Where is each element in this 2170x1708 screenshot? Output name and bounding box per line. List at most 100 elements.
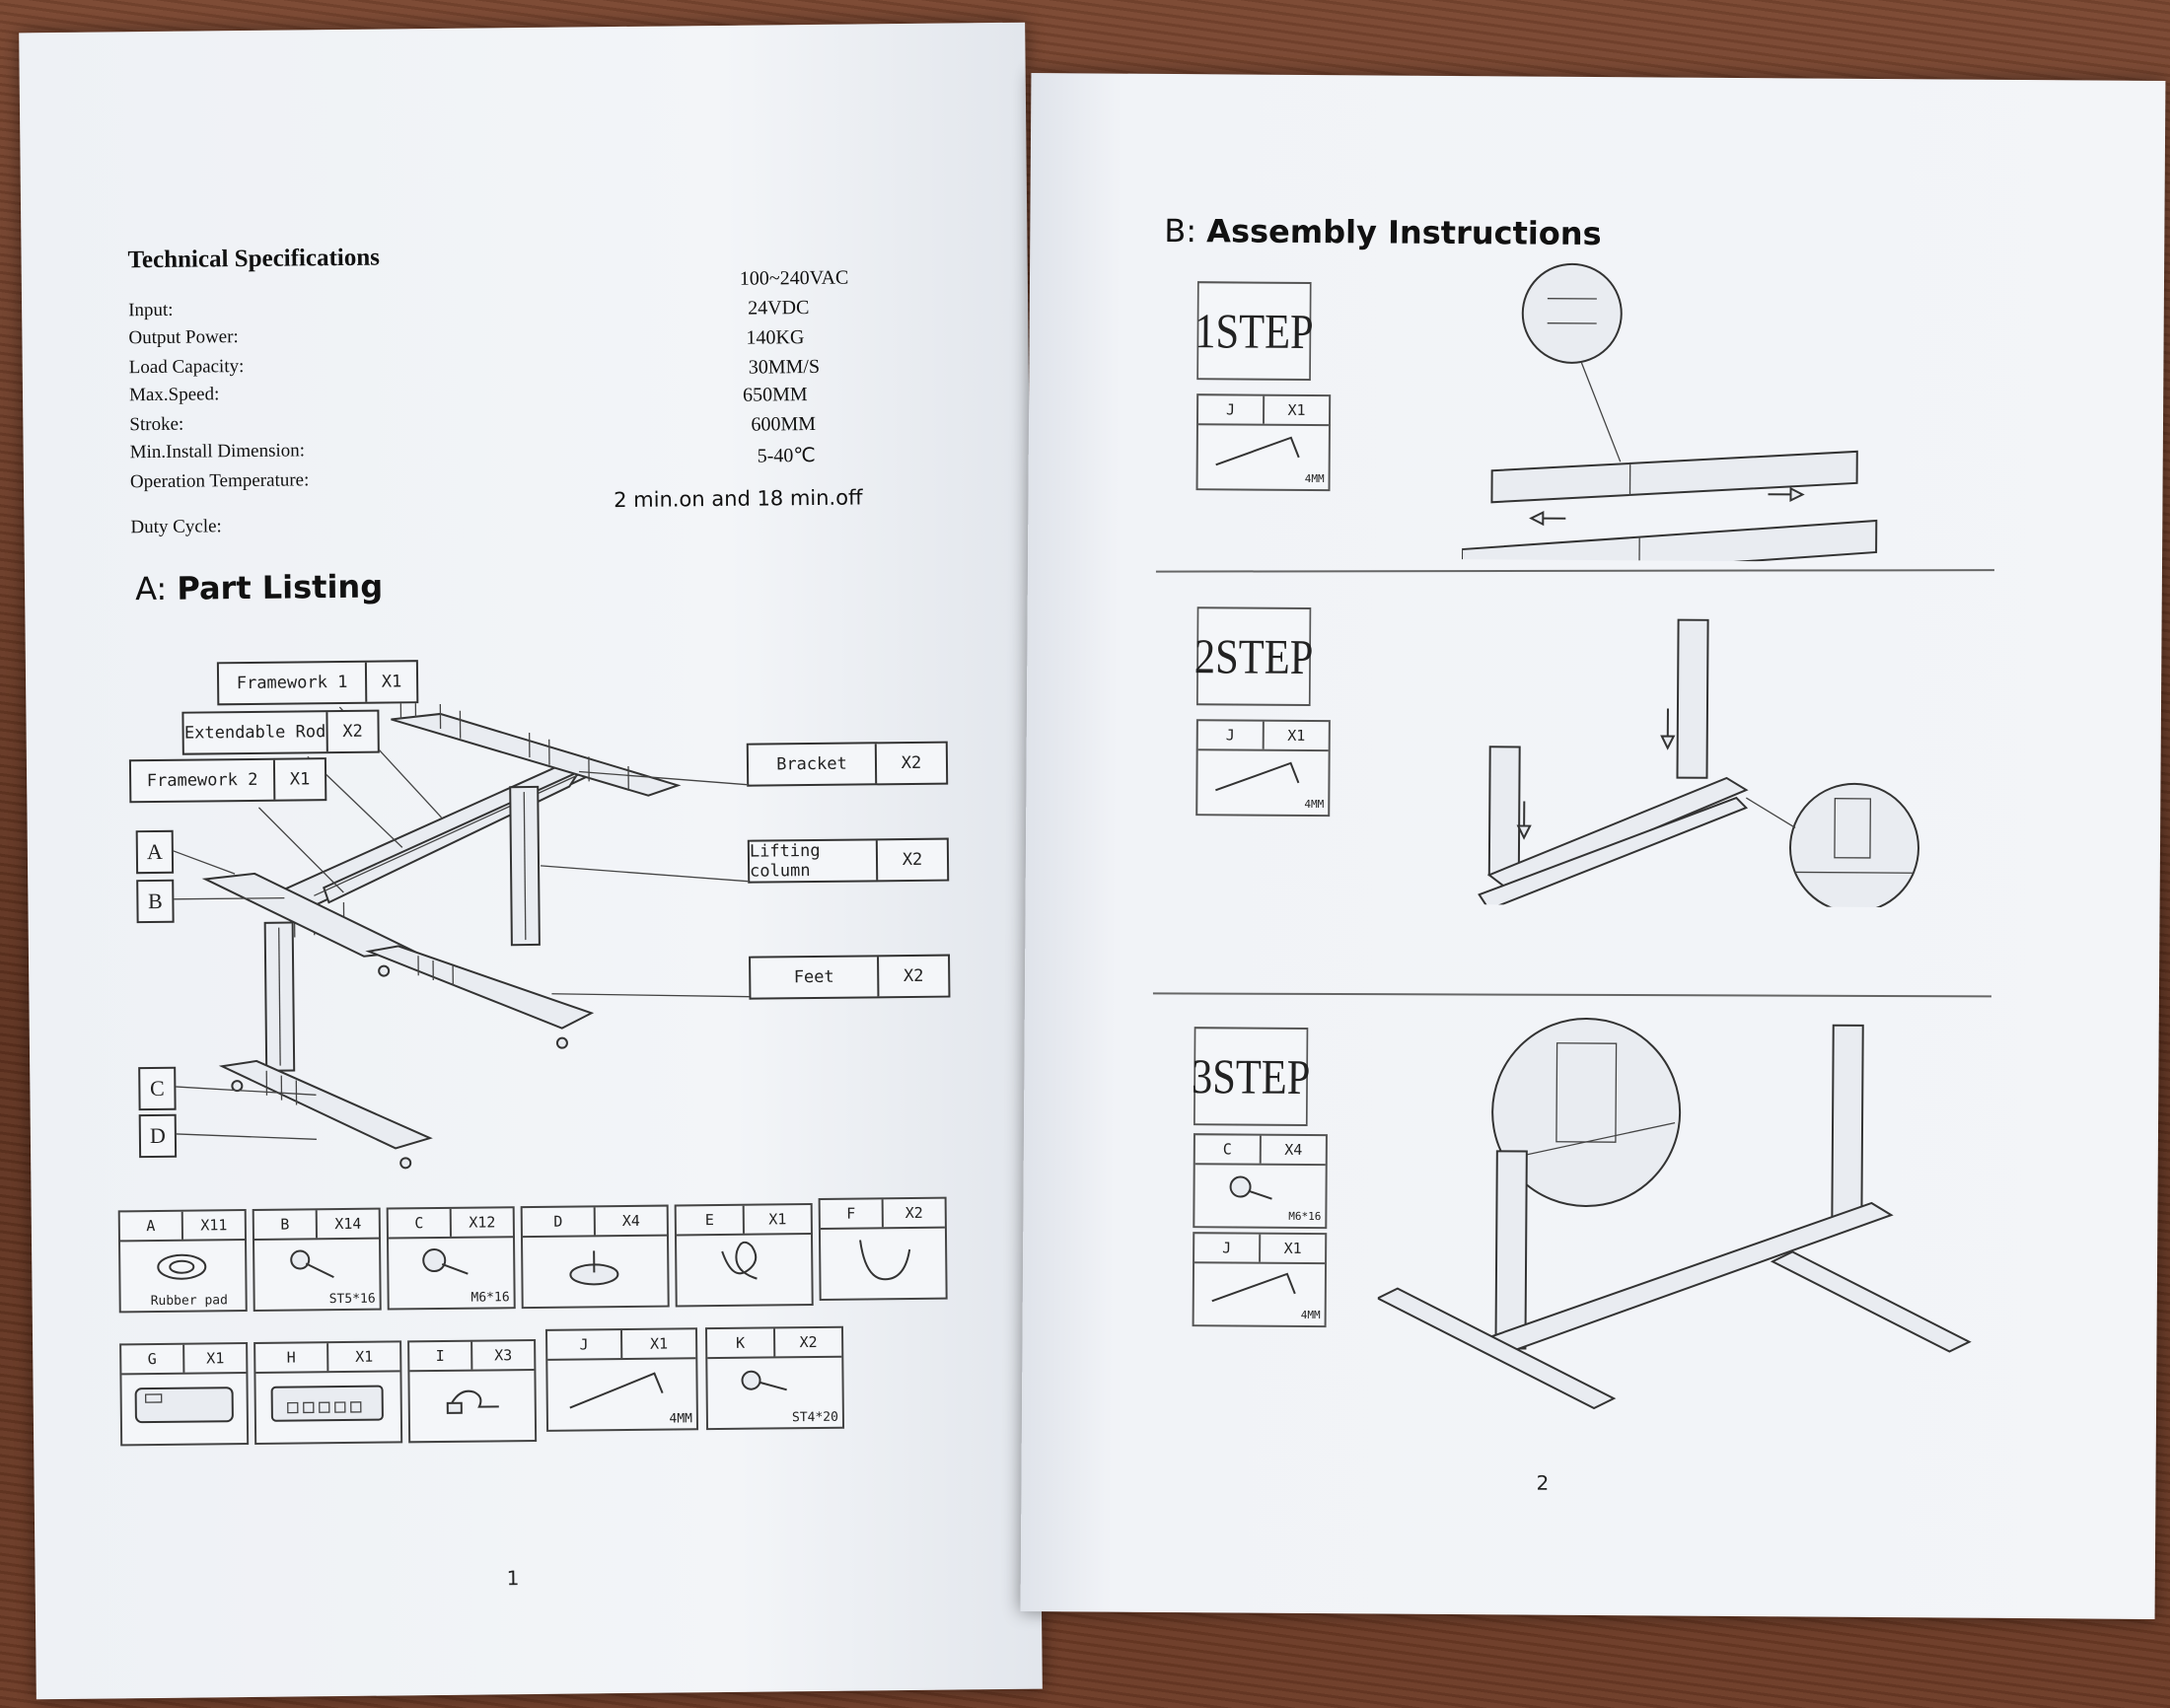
lifting-column-right-shape bbox=[1676, 618, 1709, 779]
part-qty: X1 bbox=[355, 1347, 374, 1366]
step-1-badge: 1STEP bbox=[1194, 281, 1314, 381]
page-number: 1 bbox=[506, 1566, 520, 1591]
part-qty: X1 bbox=[650, 1334, 669, 1353]
lifting-column-right-shape bbox=[1831, 1024, 1864, 1224]
zoom-detail-circle bbox=[1521, 262, 1623, 364]
part-card-i: I X3 bbox=[407, 1338, 538, 1444]
bracket-top-shape bbox=[391, 712, 682, 797]
section-title: Assembly Instructions bbox=[1206, 212, 1602, 253]
part-caption: ST4*20 bbox=[791, 1409, 839, 1426]
part-qty: X2 bbox=[799, 1332, 818, 1352]
part-id: J bbox=[546, 1330, 623, 1359]
tool-id: J bbox=[1197, 395, 1266, 424]
part-qty: X4 bbox=[621, 1211, 640, 1231]
tool-id: J bbox=[1194, 1234, 1262, 1262]
part-qty: X1 bbox=[206, 1349, 225, 1368]
rubber-pad-icon bbox=[157, 1253, 207, 1280]
manual-page-left: Technical Specifications Input: 100~240V… bbox=[19, 22, 1043, 1700]
part-letter-a: A bbox=[135, 829, 175, 875]
spec-label: Output Power: bbox=[128, 326, 239, 349]
feet-right-shape bbox=[365, 945, 595, 1030]
feet-right-shape bbox=[1770, 1250, 1972, 1353]
part-caption: 4MM bbox=[669, 1411, 693, 1427]
spec-value: 5-40℃ bbox=[757, 444, 816, 467]
tool-qty: X1 bbox=[1287, 726, 1306, 745]
callout-name: Framework 1 bbox=[218, 662, 368, 704]
part-id: D bbox=[522, 1207, 596, 1237]
callout-qty: X2 bbox=[901, 752, 922, 774]
wood-screw-icon bbox=[741, 1370, 787, 1391]
zoom-detail-circle bbox=[1788, 782, 1919, 908]
part-id: I bbox=[409, 1341, 473, 1371]
callout-extendable-rod: Extendable Rod X2 bbox=[181, 709, 380, 755]
lifting-column-left-shape bbox=[1494, 1150, 1528, 1350]
part-listing-heading: A: Part Listing bbox=[135, 568, 383, 608]
power-cable-icon bbox=[721, 1241, 758, 1280]
leveling-foot-icon bbox=[569, 1250, 619, 1286]
exploded-frame-drawing bbox=[170, 697, 750, 1170]
spec-value: 140KG bbox=[746, 326, 805, 349]
bolt-icon bbox=[1229, 1175, 1272, 1200]
section-prefix: B: bbox=[1164, 211, 1197, 250]
cable-clip-icon bbox=[446, 1389, 499, 1414]
feet-left-shape bbox=[1376, 1287, 1617, 1410]
spec-value: 100~240VAC bbox=[739, 266, 849, 290]
part-card-j: J X1 4MM bbox=[544, 1327, 699, 1432]
tool-qty: X1 bbox=[1287, 400, 1306, 419]
step-3-drawing bbox=[1376, 1017, 1972, 1410]
hex-key-icon bbox=[1215, 761, 1300, 792]
part-id: C bbox=[388, 1208, 452, 1238]
step-2-drawing bbox=[1478, 618, 1919, 908]
tool-caption: 4MM bbox=[1300, 1308, 1321, 1322]
tool-caption: M6*16 bbox=[1288, 1209, 1322, 1224]
callout-name: Bracket bbox=[748, 744, 878, 785]
spec-label: Duty Cycle: bbox=[130, 516, 222, 538]
callout-bracket: Bracket X2 bbox=[746, 741, 949, 787]
manual-page-right: B: Assembly Instructions 1STEP J X1 4MM 2… bbox=[1020, 73, 2166, 1619]
part-qty: X3 bbox=[494, 1346, 513, 1365]
part-id: B bbox=[253, 1210, 318, 1239]
assembly-heading: B: Assembly Instructions bbox=[1164, 212, 1602, 252]
step-1-tool-card: J X1 4MM bbox=[1195, 393, 1332, 492]
spec-title: Technical Specifications bbox=[127, 244, 381, 274]
part-qty: X11 bbox=[200, 1216, 228, 1235]
spec-value: 600MM bbox=[751, 412, 817, 436]
part-qty: X14 bbox=[334, 1214, 362, 1234]
tool-id: C bbox=[1194, 1135, 1262, 1164]
motor-cable-icon bbox=[859, 1240, 911, 1281]
step-1-drawing bbox=[1462, 262, 1878, 563]
part-qty: X12 bbox=[469, 1213, 496, 1232]
part-id: G bbox=[121, 1344, 185, 1374]
part-card-c: C X12 M6*16 bbox=[386, 1206, 516, 1311]
step-divider bbox=[1155, 569, 1994, 573]
frame-extended bbox=[1462, 519, 1878, 563]
handset-controller-icon bbox=[270, 1385, 384, 1422]
step-divider bbox=[1152, 992, 1991, 998]
spec-label: Input: bbox=[128, 299, 174, 321]
callout-qty: X2 bbox=[342, 721, 363, 742]
screw-icon bbox=[290, 1249, 334, 1279]
part-id: E bbox=[676, 1205, 745, 1235]
frame-assembled bbox=[1490, 450, 1858, 504]
step-2-badge: 2STEP bbox=[1194, 606, 1314, 706]
feet-left-shape bbox=[218, 1059, 433, 1150]
spec-label: Stroke: bbox=[129, 413, 184, 436]
part-caption: M6*16 bbox=[470, 1290, 510, 1306]
tool-qty: X1 bbox=[1283, 1239, 1302, 1257]
callout-name: Framework 2 bbox=[130, 759, 276, 802]
part-card-g: G X1 bbox=[119, 1342, 250, 1447]
part-qty: X1 bbox=[768, 1210, 787, 1229]
part-caption: ST5*16 bbox=[328, 1291, 376, 1308]
part-letter-c: C bbox=[138, 1066, 177, 1111]
part-id: K bbox=[706, 1328, 776, 1358]
part-letter-d: D bbox=[138, 1113, 178, 1159]
callout-name: Extendable Rod bbox=[183, 712, 328, 753]
tool-caption: 4MM bbox=[1304, 471, 1325, 486]
lifting-column-left-shape bbox=[1487, 746, 1521, 877]
part-id: A bbox=[119, 1211, 183, 1241]
hex-key-icon bbox=[1211, 1272, 1296, 1303]
